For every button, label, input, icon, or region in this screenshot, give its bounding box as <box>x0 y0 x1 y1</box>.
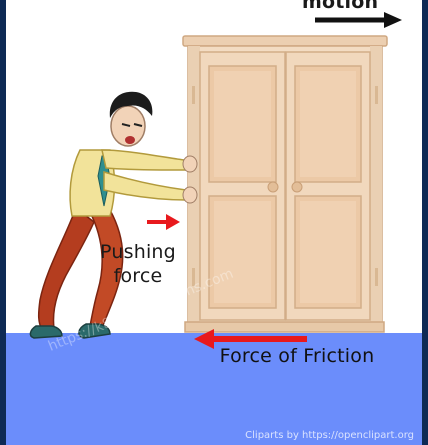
motion-label: motion <box>302 0 379 13</box>
wardrobe <box>182 35 388 333</box>
motion-arrow <box>315 12 402 28</box>
pushing-force-label: Pushing force <box>86 240 190 288</box>
pushing-force-label-line2: force <box>113 265 163 287</box>
image-credit: Cliparts by https://openclipart.org <box>245 430 414 441</box>
friction-force-arrow <box>194 329 307 349</box>
friction-force-label: Force of Friction <box>219 345 375 367</box>
pushing-force-label-line1: Pushing <box>100 241 176 263</box>
pushing-force-arrow <box>147 214 180 230</box>
floor <box>6 333 422 445</box>
person-pushing <box>29 91 198 339</box>
diagram-scene <box>6 12 422 445</box>
